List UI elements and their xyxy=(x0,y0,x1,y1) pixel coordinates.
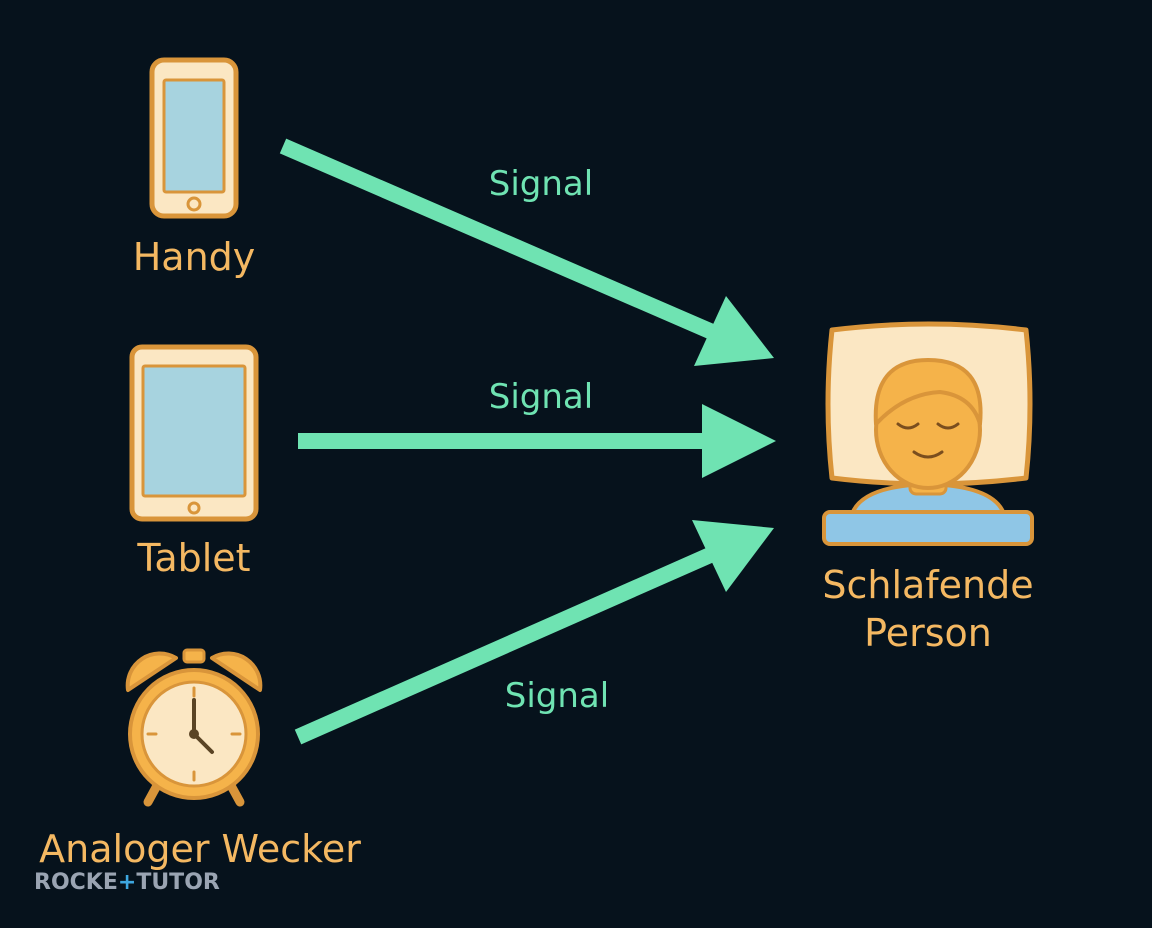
alarm-clock-icon xyxy=(125,648,263,807)
signal-label-middle: Signal xyxy=(489,377,593,417)
smartphone-icon xyxy=(149,57,239,219)
arrowhead-handy xyxy=(694,296,774,366)
watermark-part1: ROCKE xyxy=(34,870,118,895)
signal-arrows xyxy=(279,138,776,745)
arrow-handy-to-person xyxy=(279,138,730,346)
handy-label: Handy xyxy=(133,235,256,279)
arrowhead-wecker xyxy=(692,520,774,592)
arrowhead-tablet xyxy=(702,404,776,478)
signal-label-top: Signal xyxy=(489,164,593,204)
arrow-wecker-to-person xyxy=(294,540,730,745)
watermark-logo: ROCKE+TUTOR xyxy=(34,870,220,895)
watermark-part2: TUTOR xyxy=(136,870,220,895)
tablet-icon xyxy=(129,344,259,522)
watermark-plus: + xyxy=(117,870,137,895)
tablet-label: Tablet xyxy=(136,536,250,580)
signal-label-bottom: Signal xyxy=(505,676,609,716)
sleeping-person-icon xyxy=(822,321,1034,546)
wecker-label: Analoger Wecker xyxy=(39,827,361,871)
person-label-line1: Schlafende xyxy=(822,563,1033,607)
person-label-line2: Person xyxy=(864,611,992,655)
